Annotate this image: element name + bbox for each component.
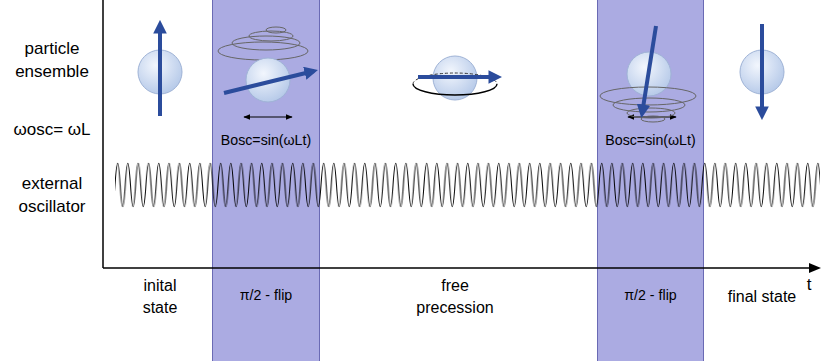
spin-arrow (418, 75, 498, 79)
oscillation-arrow (244, 116, 292, 117)
text-slot: free precession (410, 275, 500, 318)
spin-arrow (224, 71, 314, 93)
precession-orbit-back (413, 73, 497, 84)
step-label: final state (727, 286, 797, 308)
spin-arrow (760, 24, 764, 116)
text-slot: π/2 - flip (213, 286, 319, 305)
text-slot: inital state (125, 275, 195, 318)
step-label: inital state (125, 275, 195, 318)
text-slot: particle ensemble (7, 38, 97, 84)
time-axis-arrowhead (809, 263, 821, 273)
text-slot: external oscillator (7, 173, 97, 219)
vertical-axis (102, 0, 104, 268)
text-slot: final state (727, 286, 797, 308)
step-label: π/2 - flip (213, 286, 319, 305)
text-slot: π/2 - flip (598, 286, 703, 305)
precession-spiral (218, 27, 308, 60)
text-slot: t (799, 274, 819, 297)
spin-arrow (642, 26, 656, 114)
step-label: π/2 - flip (598, 286, 703, 305)
precession-orbit-front (413, 84, 497, 95)
time-axis (103, 267, 812, 269)
text-slot: Bosc=sin(ωLt) (213, 131, 319, 150)
field-formula: Bosc=sin(ωLt) (213, 131, 319, 150)
precession-spiral (600, 87, 696, 122)
text-slot: Bosc=sin(ωLt) (598, 131, 703, 150)
row-label: external oscillator (7, 173, 97, 219)
axis-label: t (799, 274, 819, 297)
text-slot: ωosc= ωL (2, 119, 102, 142)
step-label: free precession (410, 275, 500, 318)
row-label: particle ensemble (7, 38, 97, 84)
spin-arrow (158, 24, 162, 116)
oscillator-wave (115, 160, 820, 210)
field-formula: Bosc=sin(ωLt) (598, 131, 703, 150)
row-label: ωosc= ωL (2, 119, 102, 142)
